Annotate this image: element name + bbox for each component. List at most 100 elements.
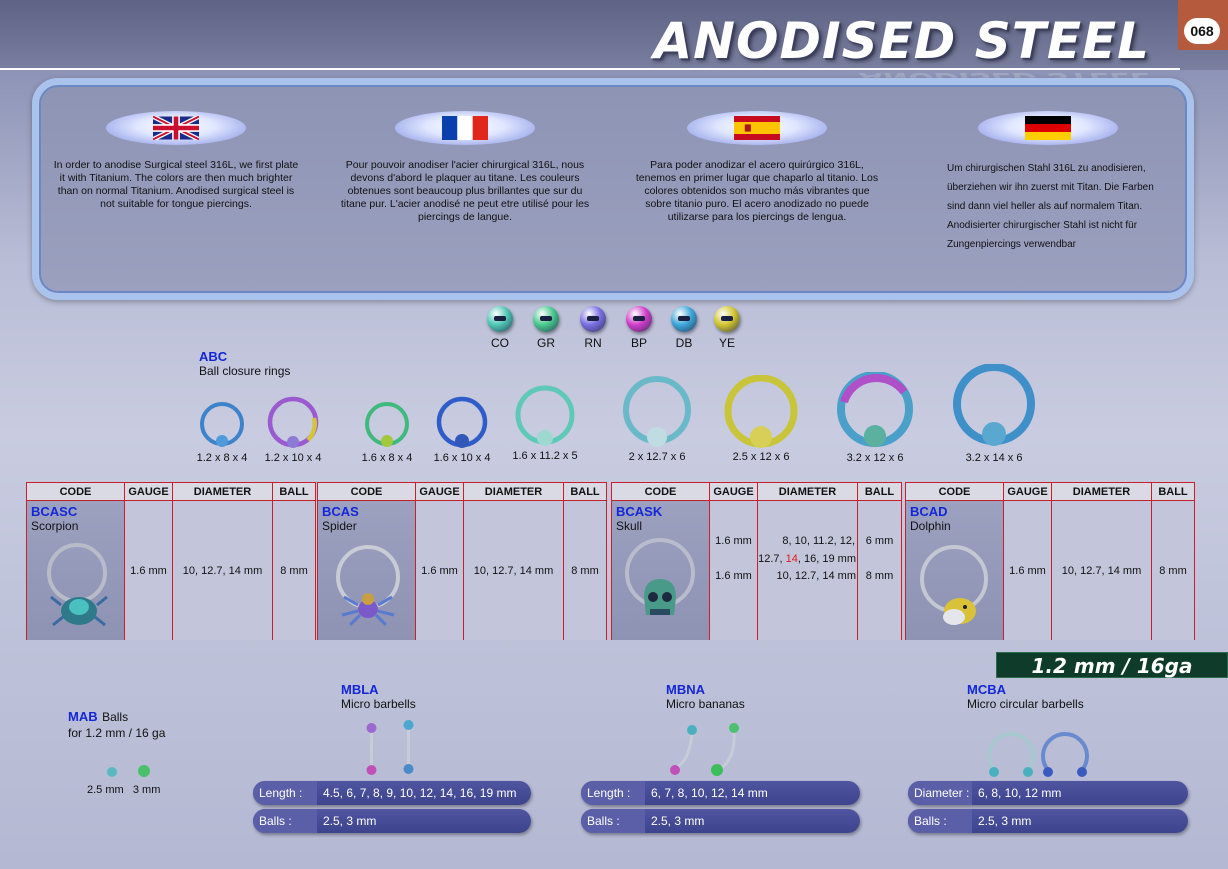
diameter-row-2: 10, 12.7, 14 mm: [776, 570, 857, 582]
table-row: BCASK Skull 1.6 mm 1.6 mm 8, 10, 11.2, 1…: [612, 501, 901, 640]
diameter-cell: 8, 10, 11.2, 12, 12.7, 14, 16, 19 mm 10,…: [758, 501, 858, 640]
header-code: CODE: [27, 483, 125, 500]
table-header: CODE GAUGE DIAMETER BALL: [318, 483, 606, 501]
ring-icon: [267, 396, 319, 448]
header-code: CODE: [906, 483, 1004, 500]
table-row: BCASC Scorpion 1.6 mm 10, 12.7, 14 mm 8 …: [27, 501, 315, 640]
diameter-row-1b: 12.7, 14, 16, 19 mm: [758, 553, 856, 565]
header-gauge: GAUGE: [125, 483, 173, 500]
skull-ring-icon: [625, 538, 695, 615]
intro-text-es: Para poder anodizar el acero quirúrgico …: [635, 159, 879, 223]
ring-item: 2.5 x 12 x 6: [718, 375, 804, 463]
abc-name: Ball closure rings: [199, 364, 291, 378]
header-diameter: DIAMETER: [173, 483, 273, 500]
ring-size: 1.6 x 8 x 4: [361, 452, 413, 464]
uk-flag-icon: [153, 116, 199, 140]
page-number: 068: [1184, 18, 1220, 44]
product-table-bcask: CODE GAUGE DIAMETER BALL BCASK Skull 1.6…: [611, 482, 902, 640]
color-code: BP: [630, 336, 647, 350]
product-name: Dolphin: [910, 519, 951, 533]
table-row: BCAD Dolphin 1.6 mm 10, 12.7, 14 mm 8 mm: [906, 501, 1194, 640]
header-diameter: DIAMETER: [464, 483, 564, 500]
ball-cell: 6 mm 8 mm: [858, 501, 901, 640]
code-cell: BCAS Spider: [318, 501, 416, 640]
ring-size: 1.6 x 11.2 x 5: [512, 450, 578, 462]
ring-item: 1.6 x 11.2 x 5: [505, 384, 585, 462]
ring-item: 3.2 x 12 x 6: [830, 372, 920, 464]
abc-heading: ABC Ball closure rings: [199, 349, 290, 378]
color-code: RN: [584, 336, 602, 350]
ring-size: 1.2 x 10 x 4: [264, 452, 322, 464]
mcba-heading: MCBA Micro circular barbells: [967, 682, 1084, 711]
intro-english: In order to anodise Surgical steel 316L,…: [51, 111, 301, 211]
code-cell: BCASK Skull: [612, 501, 710, 640]
header-gauge: GAUGE: [416, 483, 464, 500]
mab-sizes: 2.5 mm 3 mm: [87, 784, 160, 796]
mbla-balls-bar: Balls : 2.5, 3 mm: [253, 809, 531, 833]
color-swatch: BP: [625, 306, 653, 350]
header-gauge: GAUGE: [1004, 483, 1052, 500]
color-code: CO: [491, 336, 509, 350]
spec-value: 2.5, 3 mm: [323, 814, 377, 828]
intro-panel: In order to anodise Surgical steel 316L,…: [32, 78, 1194, 300]
mcba-name: Micro circular barbells: [967, 697, 1084, 711]
product-name: Spider: [322, 519, 357, 533]
ball-cell: 8 mm: [273, 501, 315, 640]
color-ball-icon: [626, 306, 652, 332]
ring-size: 1.6 x 10 x 4: [433, 452, 491, 464]
intro-text-en: In order to anodise Surgical steel 316L,…: [53, 159, 299, 210]
table-header: CODE GAUGE DIAMETER BALL: [27, 483, 315, 501]
ring-item: 1.2 x 10 x 4: [258, 394, 328, 464]
header-diameter: DIAMETER: [758, 483, 858, 500]
spider-ring-icon: [336, 545, 400, 627]
mab-balls-icon: [107, 765, 150, 777]
product-code: BCAS: [322, 504, 359, 519]
gauge-row-2: 1.6 mm: [715, 570, 752, 582]
spec-label: Length :: [253, 781, 317, 805]
spec-label: Balls :: [908, 809, 972, 833]
mbna-name: Micro bananas: [666, 697, 745, 711]
ring-item: 1.2 x 8 x 4: [192, 400, 252, 464]
header-ball: BALL: [279, 486, 309, 498]
diameter-cell: 10, 12.7, 14 mm: [1052, 501, 1152, 640]
table-row: BCAS Spider 1.6 mm 10, 12.7, 14 mm 8 mm: [318, 501, 606, 640]
ring-item: 2 x 12.7 x 6: [616, 375, 698, 463]
color-ball-icon: [533, 306, 559, 332]
mab-size: 2.5 mm: [87, 784, 124, 796]
mcba-balls-bar: Balls : 2.5, 3 mm: [908, 809, 1188, 833]
ring-icon: [623, 376, 691, 447]
header-divider: [0, 68, 1180, 70]
diameter-row-1a: 8, 10, 11.2, 12,: [782, 535, 855, 547]
gauge-cell: 1.6 mm: [125, 501, 173, 640]
color-swatch: YE: [713, 306, 741, 350]
color-swatch: CO: [486, 306, 514, 350]
ring-icon: [837, 372, 913, 447]
mbna-code: MBNA: [666, 682, 705, 697]
page-title: ANODISED STEEL: [653, 12, 1150, 70]
spec-value: 6, 7, 8, 10, 12, 14 mm: [651, 786, 768, 800]
ring-icon: [200, 402, 244, 447]
spain-flag-icon: [734, 116, 780, 140]
spec-label: Length :: [581, 781, 645, 805]
micro-circular-barbell-icon: [987, 732, 1089, 777]
code-cell: BCAD Dolphin: [906, 501, 1004, 640]
product-code: BCAD: [910, 504, 948, 519]
header-code: CODE: [318, 483, 416, 500]
spec-value: 2.5, 3 mm: [651, 814, 705, 828]
ring-icon: [953, 364, 1035, 446]
color-swatch: RN: [579, 306, 607, 350]
header-gauge: GAUGE: [710, 483, 758, 500]
mbna-balls-bar: Balls : 2.5, 3 mm: [581, 809, 860, 833]
mab-name: Balls: [102, 710, 129, 724]
mbla-heading: MBLA Micro barbells: [341, 682, 416, 711]
mbla-name: Micro barbells: [341, 697, 416, 711]
color-code: DB: [675, 336, 693, 350]
color-swatch: DB: [670, 306, 698, 350]
mbna-length-bar: Length : 6, 7, 8, 10, 12, 14 mm: [581, 781, 860, 805]
ring-item: 1.6 x 10 x 4: [427, 396, 497, 464]
product-table-bcas: CODE GAUGE DIAMETER BALL BCAS Spider 1.6…: [317, 482, 607, 640]
gauge-row-1: 1.6 mm: [715, 535, 752, 547]
ring-size: 2.5 x 12 x 6: [732, 451, 790, 463]
table-header: CODE GAUGE DIAMETER BALL: [906, 483, 1194, 501]
diameter-highlight: 14: [785, 553, 798, 565]
